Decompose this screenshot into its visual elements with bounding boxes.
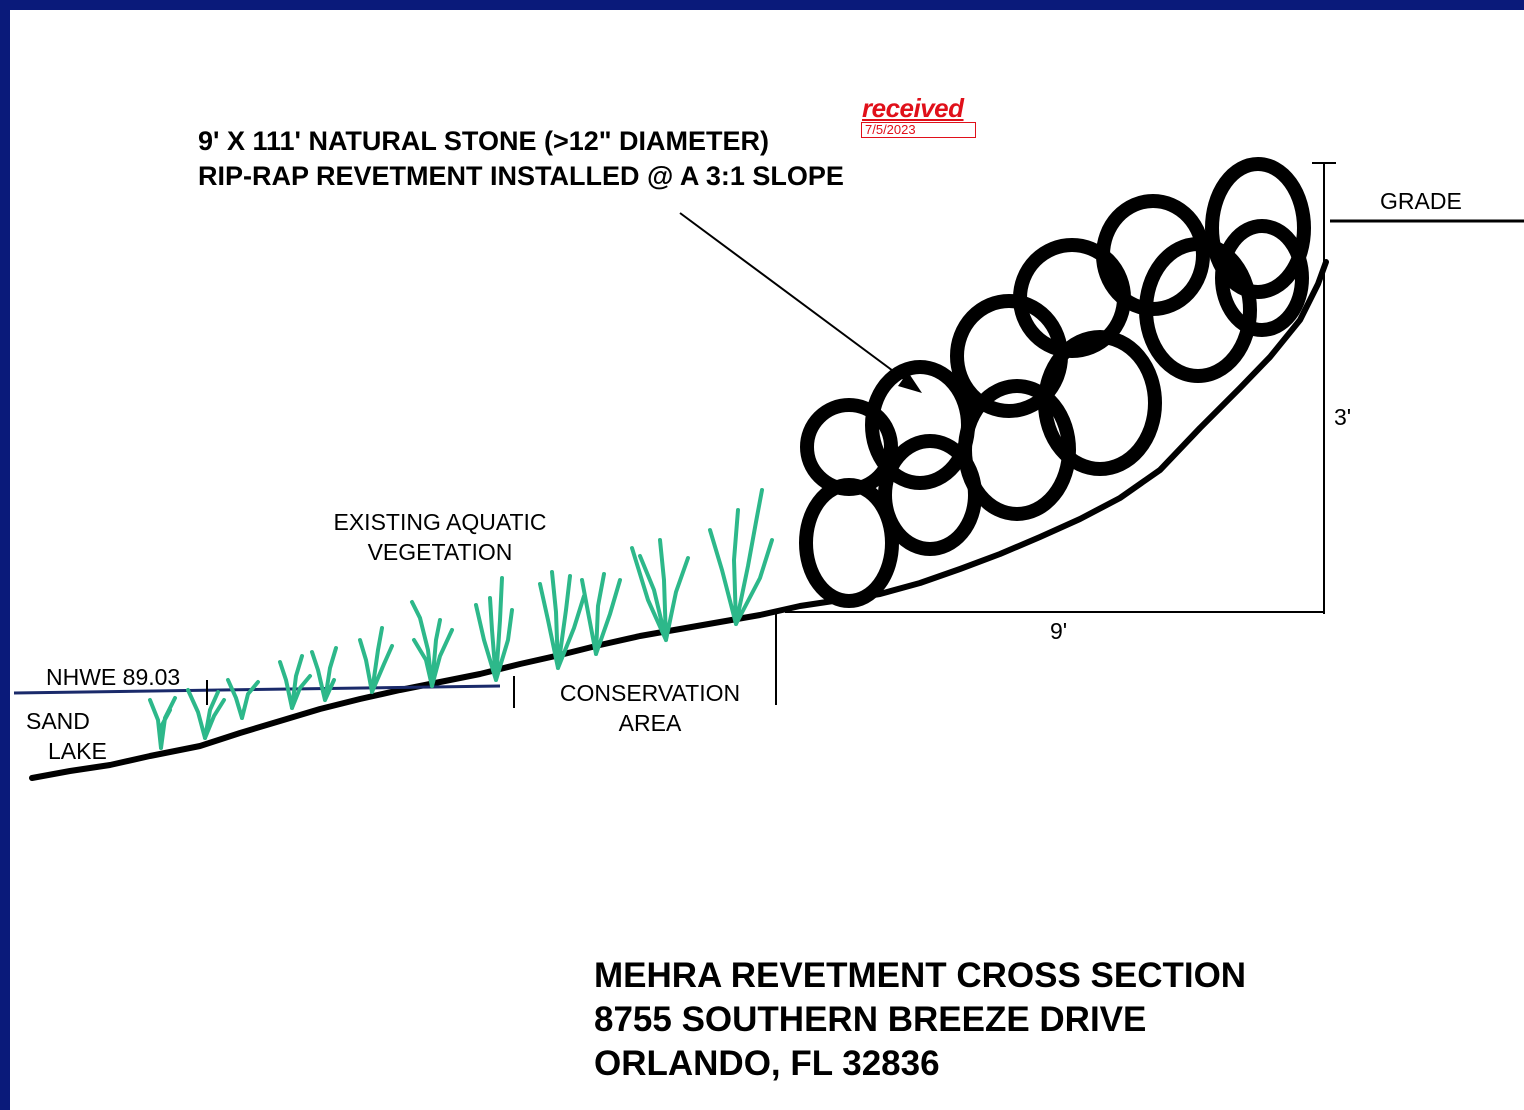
riprap-stone — [1038, 330, 1162, 476]
stamp-date: 7/5/2023 — [861, 122, 976, 138]
stamp-word: received — [862, 93, 964, 123]
nhwe-water-line — [13, 684, 501, 695]
vegetation-tuft — [580, 572, 622, 656]
riprap-stone — [1215, 219, 1309, 337]
vegetation-tuft — [278, 654, 312, 710]
riprap-callout-line1: 9' X 111' NATURAL STONE (>12" DIAMETER) — [198, 126, 770, 156]
vegetation-tuft — [226, 678, 260, 720]
lake-label-line2: LAKE — [48, 738, 107, 764]
vegetation-label-line2: VEGETATION — [367, 539, 513, 565]
vegetation-tuft — [630, 538, 690, 642]
vegetation-label: EXISTING AQUATIC VEGETATION — [300, 507, 580, 567]
vegetation-tuft — [310, 646, 338, 702]
riprap-callout-line2: RIP-RAP REVETMENT INSTALLED @ A 3:1 SLOP… — [198, 161, 844, 191]
width-dimension-label: 9' — [1050, 618, 1068, 644]
title-line1: MEHRA REVETMENT CROSS SECTION — [594, 956, 1247, 995]
vegetation-tuft — [410, 600, 454, 688]
vegetation-tuft — [538, 570, 586, 670]
riprap-stone — [1205, 157, 1311, 299]
vegetation-tuft — [474, 576, 514, 682]
title-line2: 8755 SOUTHERN BREEZE DRIVE — [594, 1000, 1147, 1039]
height-dimension-label: 3' — [1334, 404, 1352, 430]
conservation-label-line1: CONSERVATION — [559, 680, 741, 706]
title-block: MEHRA REVETMENT CROSS SECTION 8755 SOUTH… — [594, 954, 1246, 1086]
vegetation-tuft — [148, 696, 177, 750]
ground-profile — [29, 259, 1329, 781]
received-stamp: received 7/5/2023 — [858, 93, 976, 139]
riprap-stone — [1139, 237, 1257, 383]
grade-label: GRADE — [1380, 188, 1462, 214]
vegetation-label-line1: EXISTING AQUATIC — [333, 509, 547, 535]
title-line3: ORLANDO, FL 32836 — [594, 1044, 940, 1083]
callout-leader-line — [679, 212, 913, 386]
lake-label-line1: SAND — [26, 708, 90, 734]
vegetation-tuft — [708, 488, 774, 626]
riprap-stone — [800, 398, 898, 496]
vegetation-tuft — [358, 626, 394, 694]
conservation-label-line2: AREA — [618, 710, 682, 736]
riprap-stones — [799, 157, 1311, 608]
callout-arrowhead — [898, 372, 922, 393]
conservation-label: CONSERVATION AREA — [530, 678, 770, 738]
vegetation-tuft — [186, 688, 226, 740]
nhwe-label: NHWE 89.03 — [46, 664, 181, 690]
aquatic-vegetation — [148, 488, 774, 750]
